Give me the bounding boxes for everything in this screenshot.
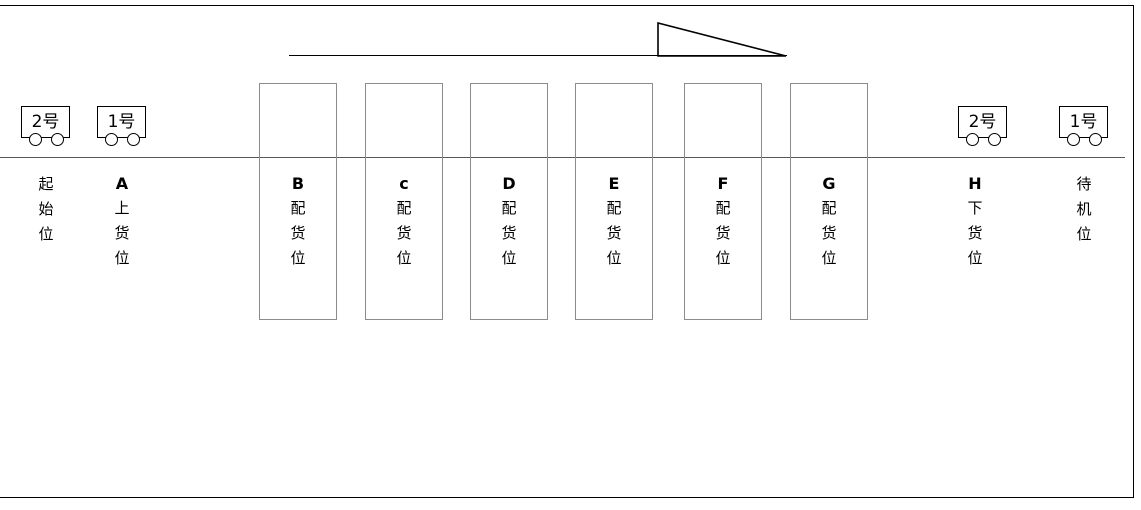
wheel-icon [127, 133, 140, 146]
bay-char-1: 配 [821, 199, 837, 217]
cart-right-1[interactable]: 1号 [1059, 106, 1108, 146]
station-char-2: 机 [1076, 200, 1092, 218]
frame-right-border [1133, 5, 1134, 498]
bay-char-1: 配 [715, 199, 731, 217]
bay-char-3: 位 [290, 249, 306, 267]
bay-code: F [717, 174, 729, 193]
station-label-start: 起 始 位 [16, 172, 76, 247]
wheel-icon [966, 133, 979, 146]
station-char-1: 待 [1076, 175, 1092, 193]
bay-char-3: 位 [606, 249, 622, 267]
station-code: H [968, 174, 982, 193]
cart-label: 2号 [968, 112, 997, 132]
cart-left-1[interactable]: 1号 [97, 106, 146, 146]
station-char-3: 位 [1076, 225, 1092, 243]
station-char-2: 始 [38, 200, 54, 218]
bay-char-3: 位 [396, 249, 412, 267]
station-label-H: H 下 货 位 [945, 172, 1005, 271]
station-char-1: 下 [967, 199, 983, 217]
bay-box-G[interactable] [790, 83, 868, 320]
direction-arrow-icon [657, 22, 787, 57]
wheel-icon [988, 133, 1001, 146]
cart-right-2[interactable]: 2号 [958, 106, 1007, 146]
bay-char-2: 货 [715, 224, 731, 242]
cart-label: 1号 [107, 112, 136, 132]
bay-box-E[interactable] [575, 83, 653, 320]
direction-line [289, 55, 787, 56]
bay-code: D [502, 174, 516, 193]
wheel-icon [105, 133, 118, 146]
bay-label-c: c 配 货 位 [365, 172, 443, 271]
bay-label-B: B 配 货 位 [259, 172, 337, 271]
bay-char-3: 位 [821, 249, 837, 267]
bay-label-E: E 配 货 位 [575, 172, 653, 271]
bay-char-1: 配 [501, 199, 517, 217]
bay-code: c [399, 174, 409, 193]
wheel-icon [1067, 133, 1080, 146]
bay-char-1: 配 [290, 199, 306, 217]
bay-char-2: 货 [290, 224, 306, 242]
cart-label: 2号 [31, 112, 60, 132]
bay-char-1: 配 [606, 199, 622, 217]
cart-left-2[interactable]: 2号 [21, 106, 70, 146]
wheel-icon [1089, 133, 1102, 146]
bay-char-2: 货 [606, 224, 622, 242]
station-char-3: 位 [114, 249, 130, 267]
station-char-2: 货 [967, 224, 983, 242]
station-char-3: 位 [38, 225, 54, 243]
cart-label: 1号 [1069, 112, 1098, 132]
bay-box-F[interactable] [684, 83, 762, 320]
station-char-3: 位 [967, 249, 983, 267]
bay-box-B[interactable] [259, 83, 337, 320]
track-rail [0, 157, 1125, 158]
station-label-standby: 待 机 位 [1054, 172, 1114, 247]
wheel-icon [51, 133, 64, 146]
bay-char-3: 位 [501, 249, 517, 267]
bay-code: B [291, 174, 305, 193]
frame-top-border [0, 5, 1134, 6]
bay-char-2: 货 [396, 224, 412, 242]
frame-bottom-border [0, 497, 1134, 498]
bay-label-G: G 配 货 位 [790, 172, 868, 271]
wheel-icon [29, 133, 42, 146]
bay-char-2: 货 [501, 224, 517, 242]
station-label-A: A 上 货 位 [92, 172, 152, 271]
station-char-1: 起 [38, 175, 54, 193]
station-code: A [115, 174, 129, 193]
bay-code: G [822, 174, 836, 193]
bay-box-c[interactable] [365, 83, 443, 320]
bay-char-3: 位 [715, 249, 731, 267]
bay-char-2: 货 [821, 224, 837, 242]
bay-box-D[interactable] [470, 83, 548, 320]
station-char-1: 上 [114, 199, 130, 217]
station-char-2: 货 [114, 224, 130, 242]
bay-label-D: D 配 货 位 [470, 172, 548, 271]
bay-code: E [608, 174, 620, 193]
bay-label-F: F 配 货 位 [684, 172, 762, 271]
bay-char-1: 配 [396, 199, 412, 217]
